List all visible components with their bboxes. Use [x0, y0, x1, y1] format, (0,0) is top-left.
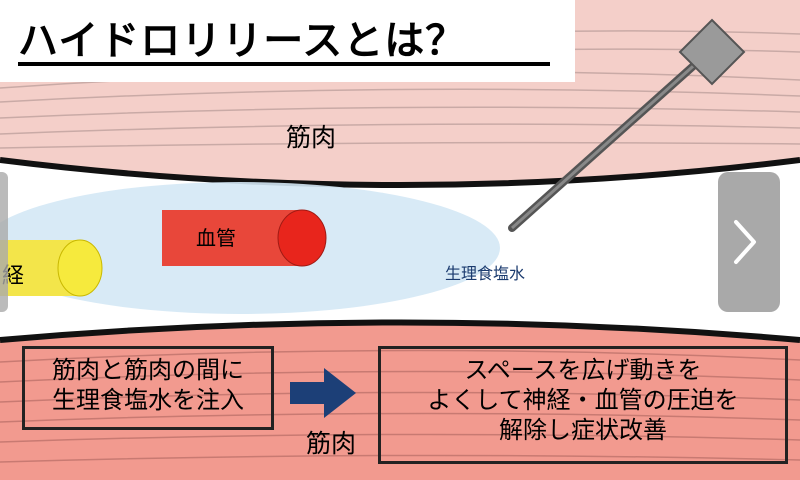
effect-box: スペースを広げ動きを よくして神経・血管の圧迫を 解除し症状改善: [378, 346, 788, 464]
syringe-needle-icon: [508, 18, 746, 232]
title-panel: ハイドロリリースとは？: [0, 0, 575, 82]
injection-line-1: 筋肉と筋肉の間に: [52, 356, 244, 384]
injection-line-2: 生理食塩水を注入: [52, 386, 244, 414]
prev-slide-handle[interactable]: [0, 172, 8, 312]
page-title: ハイドロリリースとは？: [18, 18, 467, 64]
vessel-label: 血管: [196, 226, 236, 250]
saline-label: 生理食塩水: [445, 264, 526, 283]
muscle-bottom-label: 筋肉: [306, 429, 357, 458]
injection-box: 筋肉と筋肉の間に 生理食塩水を注入: [22, 346, 274, 430]
next-slide-button[interactable]: [718, 172, 780, 312]
muscle-bottom: [0, 322, 800, 480]
effect-line-3: 解除し症状改善: [499, 416, 667, 444]
muscle-top-label: 筋肉: [286, 123, 337, 152]
nerve-icon: [0, 239, 103, 297]
muscle-top-edge: [0, 157, 800, 188]
muscle-bottom-edge: [0, 319, 800, 343]
effect-line-1: スペースを広げ動きを: [464, 356, 702, 384]
effect-line-2: よくして神経・血管の圧迫を: [427, 386, 739, 414]
chevron-right-icon: [734, 220, 756, 264]
title-underline: [18, 62, 550, 66]
muscle-bottom-fibers: [0, 349, 800, 463]
arrow-right-icon: [290, 368, 356, 418]
vessel-icon: [162, 209, 327, 267]
